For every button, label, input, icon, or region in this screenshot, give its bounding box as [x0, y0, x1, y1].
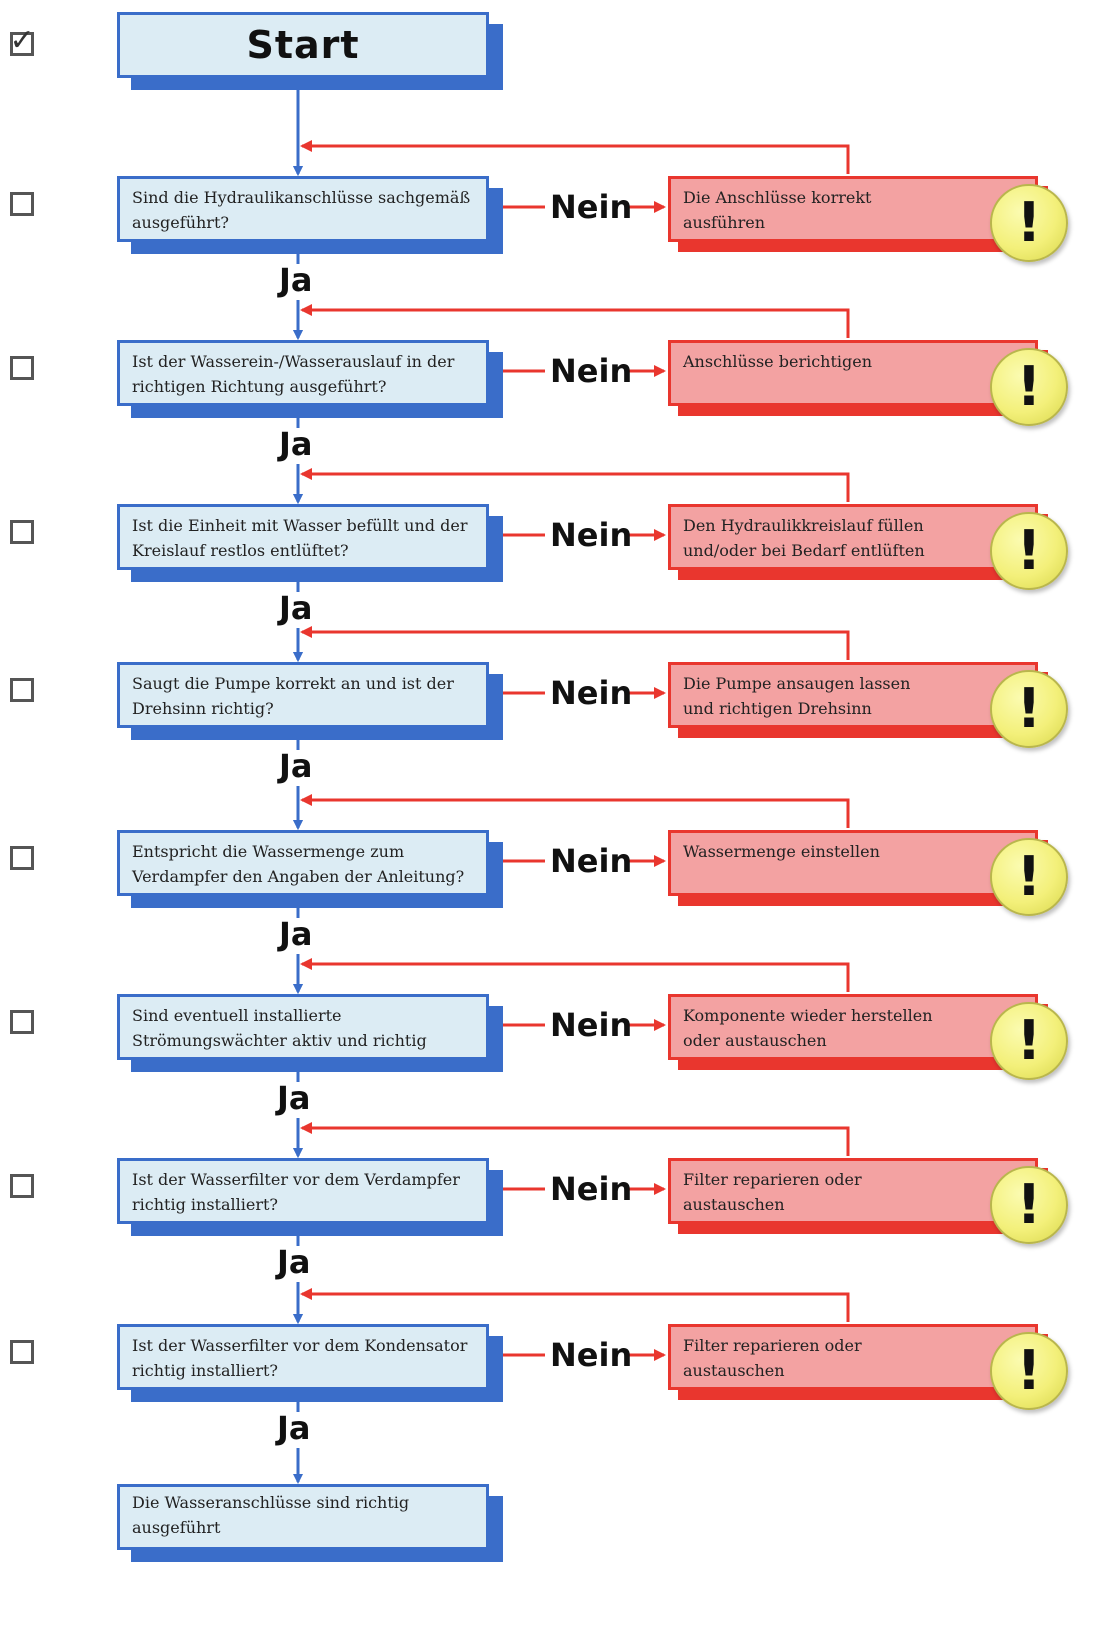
question-text: Ist der Wasserfilter vor dem Verdampfer …	[117, 1158, 489, 1224]
no-label: Nein	[550, 674, 633, 712]
yes-label: Ja	[279, 261, 313, 299]
exclamation-icon: !	[1016, 845, 1042, 908]
question-text: Saugt die Pumpe korrekt an und ist der D…	[117, 662, 489, 728]
action-text: Filter reparieren oder austauschen	[668, 1324, 1038, 1390]
action-box: Filter reparieren oder austauschen	[668, 1324, 1048, 1400]
return-loop-line	[300, 140, 850, 174]
no-label: Nein	[550, 352, 633, 390]
step-checkbox[interactable]	[10, 1010, 34, 1034]
question-text: Sind die Hydraulikanschlüsse sachgemäß a…	[117, 176, 489, 242]
question-text: Ist der Wasserein-/Wasserauslauf in der …	[117, 340, 489, 406]
warning-icon: !	[990, 670, 1068, 748]
yes-label: Ja	[279, 425, 313, 463]
return-loop-line	[300, 468, 850, 502]
question-text: Ist die Einheit mit Wasser befüllt und d…	[117, 504, 489, 570]
no-label: Nein	[550, 1170, 633, 1208]
action-text: Wassermenge einstellen	[668, 830, 1038, 896]
start-node: Start	[117, 12, 503, 90]
start-checkbox[interactable]: ✓	[9, 26, 35, 56]
question-box: Entspricht die Wassermenge zum Verdampfe…	[117, 830, 503, 908]
yes-label: Ja	[279, 589, 313, 627]
yes-label: Ja	[277, 1409, 311, 1447]
check-mark-icon: ✓	[9, 23, 35, 58]
exclamation-icon: !	[1016, 1173, 1042, 1236]
warning-icon: !	[990, 512, 1068, 590]
return-loop-line	[300, 304, 850, 338]
yes-label: Ja	[277, 1243, 311, 1281]
question-text: Entspricht die Wassermenge zum Verdampfe…	[117, 830, 489, 896]
return-loop-line	[300, 794, 850, 828]
action-box: Wassermenge einstellen	[668, 830, 1048, 906]
yes-label: Ja	[279, 747, 313, 785]
step-checkbox[interactable]	[10, 356, 34, 380]
action-box: Die Anschlüsse korrekt ausführen	[668, 176, 1048, 252]
action-text: Die Pumpe ansaugen lassen und richtigen …	[668, 662, 1038, 728]
return-loop-line	[300, 1288, 850, 1322]
question-box: Ist der Wasserfilter vor dem Verdampfer …	[117, 1158, 503, 1236]
warning-icon: !	[990, 1002, 1068, 1080]
action-box: Anschlüsse berichtigen	[668, 340, 1048, 416]
end-label: Die Wasseranschlüsse sind richtig ausgef…	[117, 1484, 489, 1550]
warning-icon: !	[990, 348, 1068, 426]
action-text: Filter reparieren oder austauschen	[668, 1158, 1038, 1224]
action-text: Anschlüsse berichtigen	[668, 340, 1038, 406]
action-text: Komponente wieder herstellen oder austau…	[668, 994, 1038, 1060]
step-checkbox[interactable]	[10, 678, 34, 702]
question-box: Ist die Einheit mit Wasser befüllt und d…	[117, 504, 503, 582]
warning-icon: !	[990, 838, 1068, 916]
end-node: Die Wasseranschlüsse sind richtig ausgef…	[117, 1484, 503, 1562]
no-label: Nein	[550, 842, 633, 880]
action-box: Filter reparieren oder austauschen	[668, 1158, 1048, 1234]
question-box: Sind die Hydraulikanschlüsse sachgemäß a…	[117, 176, 503, 254]
step-checkbox[interactable]	[10, 192, 34, 216]
warning-icon: !	[990, 1332, 1068, 1410]
exclamation-icon: !	[1016, 519, 1042, 582]
exclamation-icon: !	[1016, 1339, 1042, 1402]
exclamation-icon: !	[1016, 1009, 1042, 1072]
exclamation-icon: !	[1016, 355, 1042, 418]
step-checkbox[interactable]	[10, 1174, 34, 1198]
question-box: Ist der Wasserfilter vor dem Kondensator…	[117, 1324, 503, 1402]
step-checkbox[interactable]	[10, 520, 34, 544]
yes-label: Ja	[277, 1079, 311, 1117]
warning-icon: !	[990, 184, 1068, 262]
exclamation-icon: !	[1016, 677, 1042, 740]
question-box: Ist der Wasserein-/Wasserauslauf in der …	[117, 340, 503, 418]
start-label: Start	[117, 12, 489, 78]
no-label: Nein	[550, 516, 633, 554]
action-box: Die Pumpe ansaugen lassen und richtigen …	[668, 662, 1048, 738]
step-checkbox[interactable]	[10, 1340, 34, 1364]
no-label: Nein	[550, 1336, 633, 1374]
step-checkbox[interactable]	[10, 846, 34, 870]
action-text: Den Hydraulikkreislauf füllen und/oder b…	[668, 504, 1038, 570]
no-label: Nein	[550, 1006, 633, 1044]
no-label: Nein	[550, 188, 633, 226]
question-text: Ist der Wasserfilter vor dem Kondensator…	[117, 1324, 489, 1390]
action-box: Den Hydraulikkreislauf füllen und/oder b…	[668, 504, 1048, 580]
question-text: Sind eventuell installierte Strömungswäc…	[117, 994, 489, 1060]
return-loop-line	[300, 958, 850, 992]
return-loop-line	[300, 626, 850, 660]
action-text: Die Anschlüsse korrekt ausführen	[668, 176, 1038, 242]
warning-icon: !	[990, 1166, 1068, 1244]
exclamation-icon: !	[1016, 191, 1042, 254]
return-loop-line	[300, 1122, 850, 1156]
yes-label: Ja	[279, 915, 313, 953]
action-box: Komponente wieder herstellen oder austau…	[668, 994, 1048, 1070]
question-box: Sind eventuell installierte Strömungswäc…	[117, 994, 503, 1072]
question-box: Saugt die Pumpe korrekt an und ist der D…	[117, 662, 503, 740]
